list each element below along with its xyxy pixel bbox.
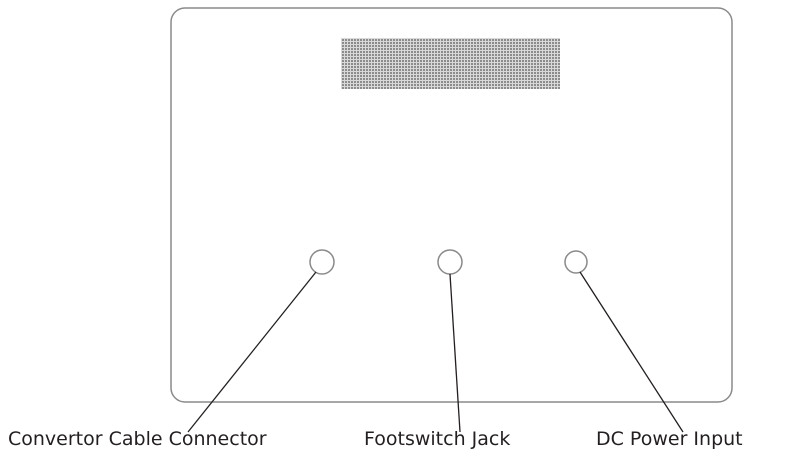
vent-grille — [341, 38, 560, 89]
footswitch-jack-label: Footswitch Jack — [364, 428, 511, 450]
convertor-leader-line — [187, 271, 317, 433]
device-housing-outline — [170, 7, 733, 403]
dc-power-leader-line — [579, 271, 684, 433]
convertor-cable-connector-label: Convertor Cable Connector — [8, 428, 267, 450]
convertor-cable-connector-port — [309, 249, 335, 275]
footswitch-jack-port — [437, 249, 463, 275]
dc-power-input-port — [564, 250, 588, 274]
footswitch-leader-line — [449, 273, 461, 433]
dc-power-input-label: DC Power Input — [596, 428, 743, 450]
